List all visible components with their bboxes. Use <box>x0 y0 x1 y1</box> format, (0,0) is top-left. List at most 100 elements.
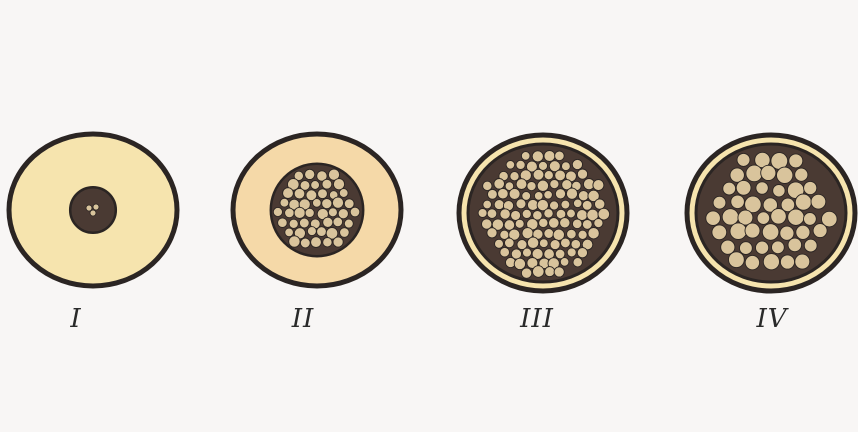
fiber-4-43 <box>729 252 745 268</box>
fiber-3-18 <box>577 169 587 179</box>
fiber-2-47 <box>333 237 343 247</box>
fiber-4-11 <box>756 182 768 194</box>
fiber-3-79 <box>544 229 554 239</box>
fiber-2-20 <box>332 197 343 208</box>
fiber-3-41 <box>494 200 504 210</box>
fiber-3-93 <box>500 247 510 257</box>
fiber-4-5 <box>746 165 763 182</box>
fiber-3-102 <box>514 258 525 269</box>
fiber-3-90 <box>561 238 571 248</box>
fiber-3-52 <box>487 209 497 219</box>
fiber-3-89 <box>550 240 560 250</box>
fiber-2-40 <box>317 227 327 237</box>
fiber-3-5 <box>516 160 525 169</box>
fiber-2-44 <box>300 238 310 248</box>
fiber-4-15 <box>713 196 726 209</box>
fiber-2-39 <box>307 227 316 236</box>
fiber-3-82 <box>578 230 587 239</box>
fiber-3-14 <box>533 169 544 180</box>
fiber-3-1 <box>532 151 543 162</box>
fiber-4-40 <box>772 241 785 254</box>
fiber-2-36 <box>344 219 353 228</box>
fiber-2-43 <box>289 236 300 247</box>
fiber-3-110 <box>545 267 555 277</box>
fiber-3-15 <box>544 171 553 180</box>
cell-panel-1 <box>9 134 177 286</box>
fiber-4-20 <box>795 194 811 210</box>
fiber-3-29 <box>593 180 604 191</box>
panel-label-1: I <box>36 304 116 334</box>
panel-label-4: IV <box>732 304 812 334</box>
fiber-4-26 <box>771 209 787 225</box>
fiber-2-35 <box>333 217 343 227</box>
fiber-2-31 <box>289 219 298 228</box>
fiber-4-36 <box>813 224 827 238</box>
fiber-3-69 <box>549 218 560 229</box>
fiber-4-33 <box>762 224 779 241</box>
fiber-4-21 <box>811 194 826 209</box>
fiber-4-28 <box>804 213 817 226</box>
fiber-2-15 <box>280 198 289 207</box>
fiber-4-23 <box>722 209 738 225</box>
fiber-3-107 <box>573 258 582 267</box>
fiber-3-74 <box>487 228 497 238</box>
fiber-4-14 <box>804 181 817 194</box>
fiber-3-55 <box>522 209 531 218</box>
fiber-3-48 <box>573 199 582 208</box>
fiber-2-29 <box>350 207 360 217</box>
fiber-3-35 <box>544 191 553 200</box>
fiber-1-2 <box>90 210 96 216</box>
fiber-4-41 <box>788 238 802 252</box>
fiber-4-38 <box>740 242 753 255</box>
fiber-2-6 <box>311 181 320 190</box>
fiber-3-22 <box>516 179 527 190</box>
fiber-3-32 <box>509 188 520 199</box>
fiber-3-85 <box>505 238 515 248</box>
fiber-2-10 <box>294 188 305 199</box>
fiber-3-43 <box>516 199 526 209</box>
fiber-2-27 <box>328 208 337 217</box>
fiber-4-16 <box>731 195 745 209</box>
fiber-4-39 <box>756 241 769 254</box>
fiber-3-57 <box>544 209 553 218</box>
fiber-3-4 <box>506 161 515 170</box>
fiber-2-12 <box>318 189 328 199</box>
fiber-4-32 <box>745 223 760 238</box>
fiber-4-9 <box>723 182 736 195</box>
fiber-3-34 <box>534 192 543 201</box>
fiber-3-53 <box>500 209 510 219</box>
fiber-3-66 <box>515 219 524 228</box>
fiber-3-95 <box>523 248 532 257</box>
cell-panel-3 <box>459 135 627 291</box>
fiber-4-27 <box>788 209 804 225</box>
fiber-3-2 <box>544 151 555 162</box>
fiber-3-19 <box>483 181 492 190</box>
fiber-2-9 <box>283 188 294 199</box>
fiber-4-44 <box>745 255 759 269</box>
fiber-2-14 <box>339 189 348 198</box>
fiber-3-106 <box>560 258 569 267</box>
fiber-2-24 <box>294 207 305 218</box>
fiber-2-23 <box>285 208 295 218</box>
fiber-2-42 <box>340 228 350 238</box>
fiber-2-19 <box>322 199 332 209</box>
fiber-3-50 <box>595 199 605 209</box>
fiber-2-45 <box>311 237 322 248</box>
fiber-2-30 <box>278 218 288 228</box>
fiber-4-35 <box>796 225 810 239</box>
fiber-4-31 <box>730 223 747 240</box>
fiber-4-12 <box>773 185 785 197</box>
fiber-3-37 <box>566 188 577 199</box>
fiber-3-100 <box>577 248 587 258</box>
fiber-3-10 <box>572 159 582 169</box>
fiber-1-1 <box>93 204 99 210</box>
fiber-4-6 <box>761 165 776 180</box>
fiber-3-23 <box>527 182 536 191</box>
fiber-3-3 <box>555 151 565 161</box>
fiber-2-1 <box>305 169 315 179</box>
fiber-3-47 <box>561 200 570 209</box>
fiber-3-68 <box>539 218 548 227</box>
fiber-2-34 <box>323 217 333 227</box>
